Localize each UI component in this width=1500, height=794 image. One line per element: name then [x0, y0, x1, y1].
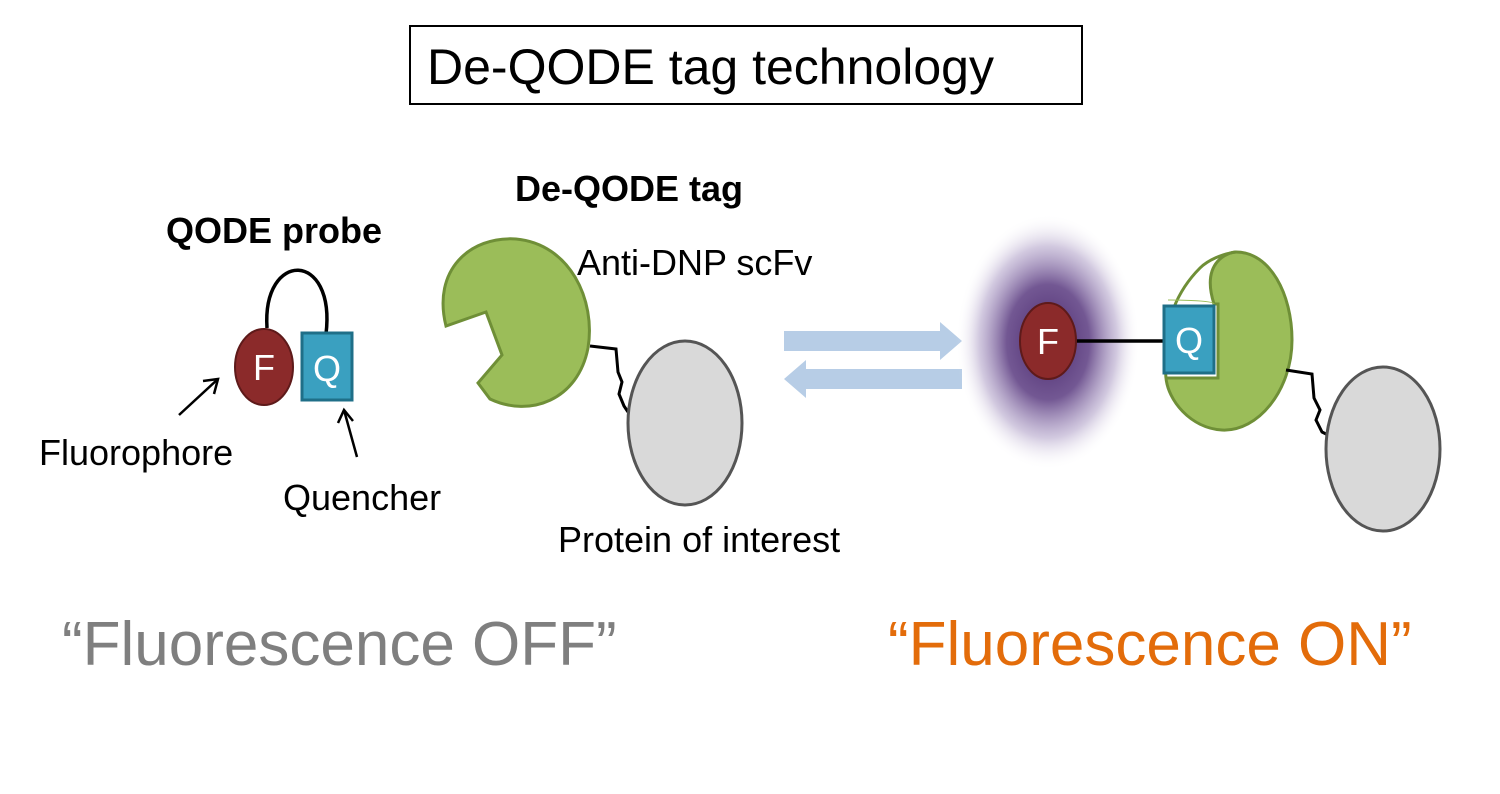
quencher-free: [300, 331, 354, 402]
fluorophore-label: Fluorophore: [39, 432, 234, 473]
quencher-bound: [1162, 304, 1216, 375]
state-off-label: “Fluorescence OFF”: [62, 610, 617, 679]
bound-tag-linker: [1285, 368, 1331, 438]
scfv-unbound: [441, 237, 591, 408]
quencher-bound-letter: Q: [1175, 320, 1203, 361]
fluorophore-bound-letter: F: [1037, 321, 1059, 362]
bound-complex: F Q: [956, 214, 1442, 533]
forward-arrow: [784, 322, 962, 360]
quencher-letter: Q: [313, 348, 341, 389]
fluorophore-bound: [1019, 302, 1077, 380]
reverse-arrow: [784, 360, 962, 398]
qode-probe: F Q: [178, 268, 359, 458]
title-box: De-QODE tag technology: [409, 25, 1083, 105]
fluorophore-pointer-arrow: [178, 378, 219, 416]
anti-dnp-label: Anti-DNP scFv: [577, 242, 813, 283]
quencher-pointer-arrow: [342, 409, 359, 458]
diagram-title: De-QODE tag technology: [427, 39, 994, 95]
fluorophore-letter: F: [253, 347, 275, 388]
quencher-label: Quencher: [283, 477, 442, 518]
protein-label: Protein of interest: [558, 519, 841, 560]
protein-bound: [1324, 365, 1442, 533]
de-qode-tag-label: De-QODE tag: [515, 168, 744, 209]
probe-linker: [265, 268, 329, 335]
tag-linker: [589, 344, 630, 413]
fluorophore-free: [234, 328, 294, 406]
equilibrium-arrows: [784, 322, 962, 398]
qode-probe-label: QODE probe: [166, 210, 383, 251]
de-qode-tag-unbound: [441, 237, 744, 507]
protein-unbound: [626, 339, 744, 507]
state-on-label: “Fluorescence ON”: [888, 610, 1412, 679]
